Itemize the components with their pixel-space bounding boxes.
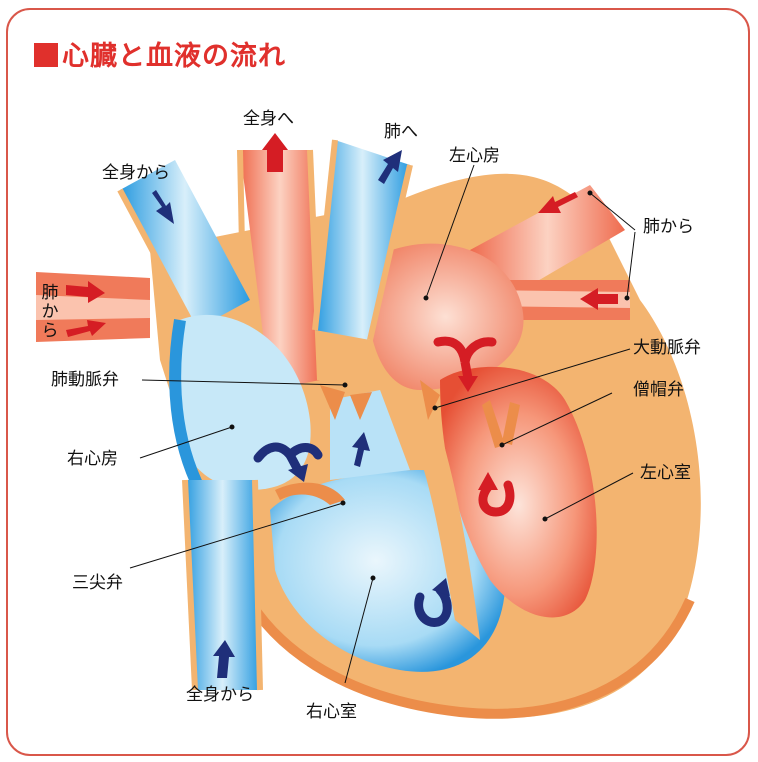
label-right-ventricle: 右心室 (306, 702, 357, 722)
label-from-body-top: 全身から (102, 163, 170, 183)
arrow-la-to-lv-stem (465, 362, 468, 378)
label-from-lungs-right: 肺から (643, 217, 694, 237)
label-aortic-valve: 大動脈弁 (633, 338, 701, 358)
label-to-body: 全身へ (243, 109, 294, 129)
label-right-atrium: 右心房 (67, 449, 118, 469)
label-from-lungs-left: 肺 か ら (40, 284, 60, 341)
label-mitral-valve: 僧帽弁 (633, 380, 684, 400)
label-tricuspid-valve: 三尖弁 (72, 573, 123, 593)
label-left-atrium: 左心房 (449, 146, 500, 166)
label-pulmonary-valve: 肺動脈弁 (51, 370, 119, 390)
label-left-ventricle: 左心室 (640, 463, 691, 483)
label-to-lungs: 肺へ (384, 122, 418, 142)
label-from-body-bottom: 全身から (186, 685, 254, 705)
